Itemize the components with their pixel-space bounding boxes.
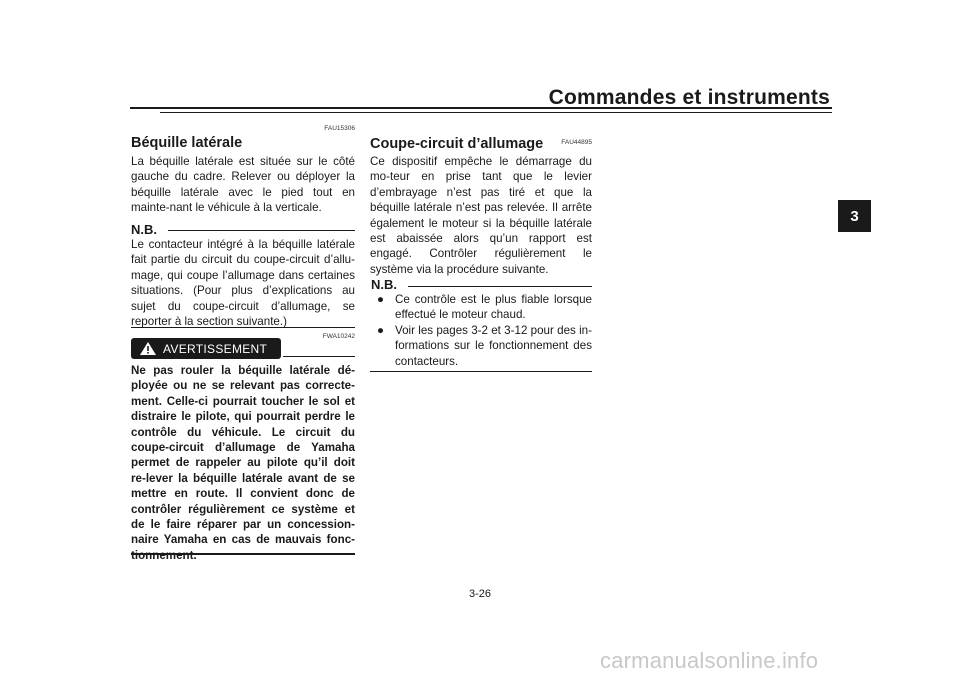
watermark: carmanualsonline.info — [600, 648, 819, 673]
warning-banner: AVERTISSEMENT — [131, 338, 281, 359]
section-heading-sidestand: Béquille latérale — [131, 135, 243, 151]
warning-text: Ne pas rouler la béquille latérale dé-pl… — [131, 364, 355, 562]
nb-label: N.B. — [131, 222, 157, 237]
bullet-icon: ● — [377, 323, 385, 337]
list-item: ●Voir les pages 3-2 et 3-12 pour des in-… — [377, 323, 592, 368]
list-item: ●Ce contrôle est le plus fiable lorsque … — [377, 293, 592, 322]
header-rule-thick — [130, 107, 832, 109]
header-rule-thin — [160, 112, 832, 113]
page-number: 3-26 — [468, 588, 492, 600]
nb-text: Le contacteur intégré à la béquille laté… — [131, 238, 355, 329]
nb-bullet-list: ●Ce contrôle est le plus fiable lorsque … — [370, 292, 592, 369]
chapter-tab: 3 — [838, 200, 871, 232]
warning-end-rule — [131, 553, 355, 555]
nb-label: N.B. — [371, 277, 397, 292]
page-header-title: Commandes et instruments — [548, 86, 830, 109]
section-heading-ignition-cutoff: Coupe-circuit d’allumage — [370, 136, 544, 152]
section-code: FAU15306 — [324, 125, 355, 132]
warning-triangle-icon — [140, 342, 156, 355]
bullet-icon: ● — [377, 293, 385, 306]
warning-rule — [283, 356, 355, 357]
ignition-cutoff-paragraph: Ce dispositif empêche le démarrage du mo… — [370, 155, 592, 276]
nb-rule — [408, 286, 592, 287]
warning-code: FWA10242 — [322, 333, 355, 340]
nb-end-rule — [131, 327, 355, 328]
nb-end-rule — [370, 371, 592, 372]
nb-rule — [168, 230, 355, 231]
sidestand-paragraph: La béquille latérale est située sur le c… — [131, 155, 355, 215]
warning-label: AVERTISSEMENT — [163, 341, 268, 356]
section-code: FAU44895 — [561, 139, 592, 146]
